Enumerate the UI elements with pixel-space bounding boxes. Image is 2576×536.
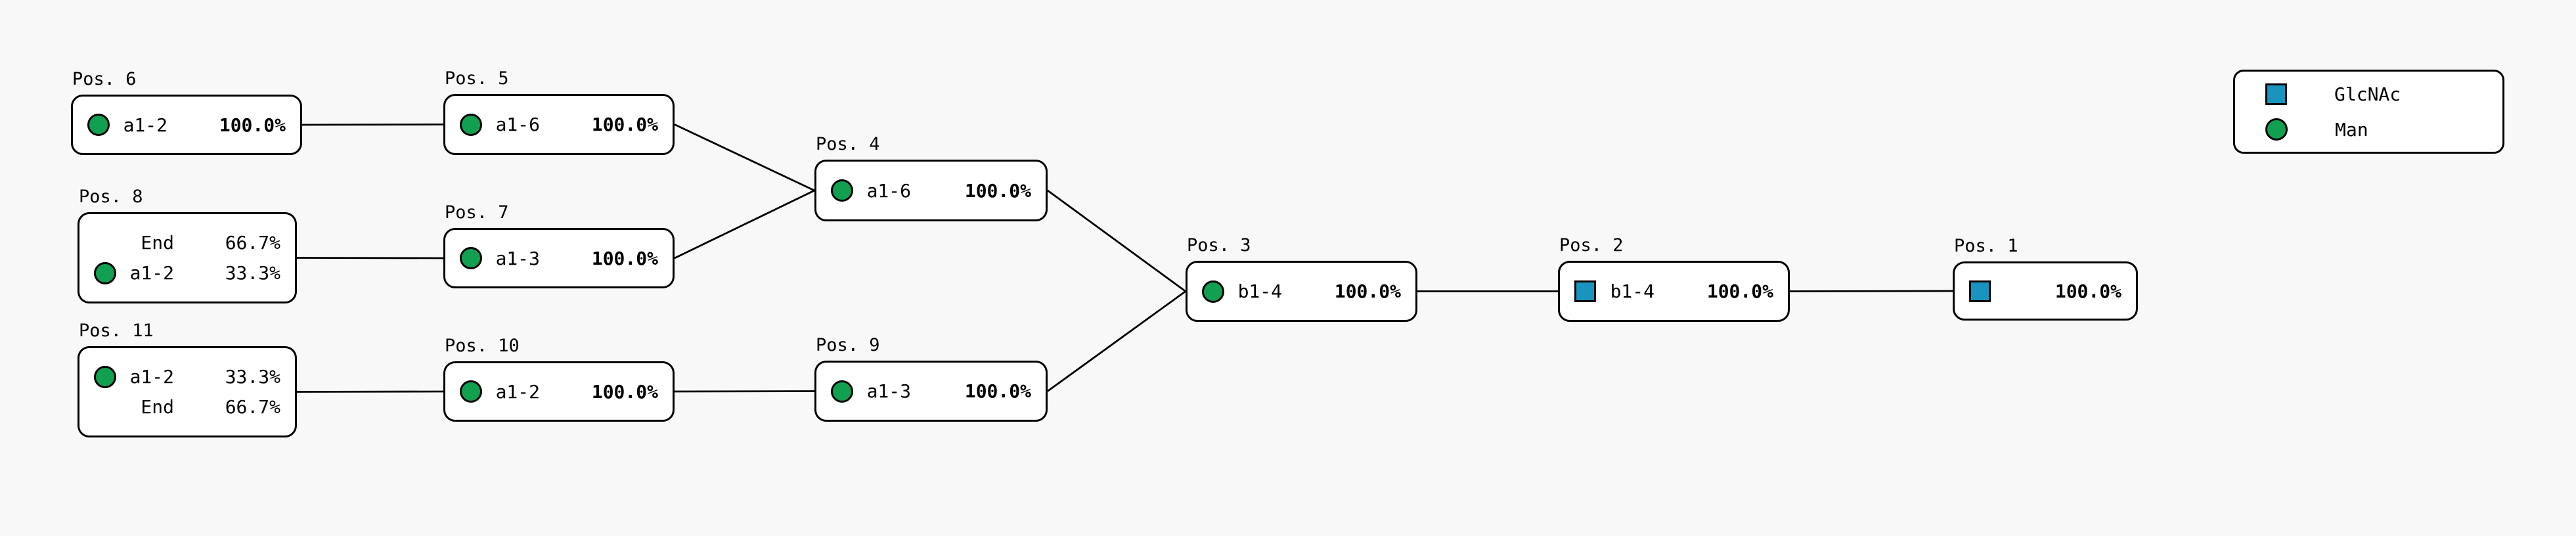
linkage-label: a1-2 [123, 114, 167, 136]
position-label-pos11: Pos. 11 [79, 321, 154, 341]
man-circle-icon [94, 365, 118, 388]
edge-line-pos8-pos7 [296, 257, 444, 259]
glcnac-square-icon [1969, 280, 1991, 302]
position-label-pos4: Pos. 4 [816, 134, 880, 154]
percent-value: 100.0% [1334, 280, 1401, 302]
linkage-label: a1-2 [129, 262, 174, 284]
position-label-pos9: Pos. 9 [816, 335, 880, 355]
node-row: End 66.7% [94, 392, 280, 422]
glycan-node-pos9: a1-3 100.0% [814, 361, 1048, 422]
man-circle-icon [460, 113, 483, 136]
percent-value: 66.7% [225, 232, 280, 254]
glycan-node-pos7: a1-3 100.0% [443, 228, 675, 288]
glycan-node-pos8: End 66.7% a1-2 33.3% [78, 212, 297, 303]
linkage-label: a1-2 [495, 380, 540, 403]
glcnac-square-icon [1574, 280, 1596, 302]
node-row: a1-2 33.3% [94, 258, 280, 288]
node-row: End 66.7% [94, 228, 280, 258]
percent-value: 100.0% [1706, 280, 1773, 302]
position-label-pos8: Pos. 8 [79, 187, 143, 207]
linkage-label: a1-3 [495, 247, 540, 269]
node-row: a1-6 100.0% [460, 110, 658, 140]
position-label-pos10: Pos. 10 [445, 336, 520, 356]
node-row: a1-6 100.0% [831, 175, 1031, 206]
percent-value: 33.3% [225, 262, 280, 284]
glycan-node-pos10: a1-2 100.0% [443, 361, 675, 422]
node-row: 100.0% [1969, 276, 2121, 306]
linkage-label: a1-2 [129, 366, 174, 388]
glycan-node-pos6: a1-2 100.0% [71, 95, 302, 155]
edge-line-pos5-pos4 [674, 123, 815, 192]
percent-value: 33.3% [225, 366, 280, 388]
position-label-pos1: Pos. 1 [1954, 236, 2018, 256]
position-label-pos6: Pos. 6 [72, 69, 137, 89]
man-circle-icon [1202, 280, 1226, 303]
man-circle-icon [460, 380, 482, 403]
man-circle-icon [94, 261, 116, 284]
node-row: a1-2 100.0% [460, 376, 658, 407]
position-label-pos2: Pos. 2 [1559, 235, 1624, 256]
glycan-node-pos2: b1-4 100.0% [1558, 261, 1790, 322]
glycan-node-pos5: a1-6 100.0% [443, 94, 675, 155]
man-circle-icon [87, 114, 111, 136]
edge-line-pos9-pos3 [1047, 290, 1186, 392]
linkage-label: a1-3 [866, 380, 911, 402]
linkage-label: a1-6 [866, 179, 911, 202]
node-row: a1-2 33.3% [94, 362, 280, 392]
linkage-label: End [141, 396, 174, 418]
man-circle-icon [1202, 280, 1224, 303]
glcnac-square-icon [2265, 83, 2287, 105]
edge-line-pos11-pos10 [296, 390, 444, 393]
glycan-node-pos11: a1-2 33.3% End 66.7% [78, 346, 297, 437]
linkage-label: b1-4 [1610, 280, 1654, 302]
man-circle-icon [87, 114, 110, 136]
percent-value: 100.0% [219, 114, 286, 136]
linkage-label: a1-6 [495, 114, 540, 135]
man-circle-icon [831, 179, 855, 202]
glycan-node-pos4: a1-6 100.0% [814, 160, 1048, 221]
glycan-node-pos1: 100.0% [1953, 261, 2138, 321]
node-row: a1-3 100.0% [831, 376, 1031, 407]
node-row: b1-4 100.0% [1574, 277, 1773, 307]
edge-line-pos7-pos4 [674, 189, 815, 259]
glcnac-square-icon [1969, 280, 1993, 302]
percent-value: 100.0% [964, 179, 1031, 202]
man-circle-icon [831, 179, 853, 202]
position-label-pos7: Pos. 7 [445, 202, 509, 223]
edge-line-pos4-pos3 [1047, 189, 1186, 292]
percent-value: 100.0% [591, 247, 658, 269]
man-circle-icon [94, 261, 118, 284]
edge-line-pos10-pos9 [674, 390, 815, 393]
legend-label: GlcNAc [2334, 83, 2401, 105]
glcnac-square-icon [1574, 280, 1598, 302]
percent-value: 100.0% [591, 380, 658, 403]
linkage-label: End [141, 232, 174, 254]
man-circle-icon [460, 380, 483, 403]
percent-value: 66.7% [225, 396, 280, 418]
node-row: a1-2 100.0% [87, 110, 286, 140]
man-circle-icon [831, 380, 853, 403]
position-label-pos3: Pos. 3 [1187, 235, 1251, 256]
man-circle-icon [831, 380, 855, 403]
position-label-pos5: Pos. 5 [445, 68, 509, 89]
legend-item-man: Man [2235, 112, 2502, 147]
node-row: b1-4 100.0% [1202, 277, 1401, 307]
percent-value: 100.0% [2054, 280, 2121, 302]
man-circle-icon [460, 247, 482, 269]
linkage-label: b1-4 [1237, 280, 1282, 302]
edge-line-pos2-pos1 [1789, 290, 1953, 292]
percent-value: 100.0% [591, 114, 658, 135]
man-circle-icon [460, 247, 483, 269]
legend-item-glcnac: GlcNAc [2235, 76, 2502, 112]
man-circle-icon [94, 365, 116, 388]
man-circle-icon [460, 113, 482, 136]
percent-value: 100.0% [964, 380, 1031, 402]
glycan-node-pos3: b1-4 100.0% [1186, 261, 1417, 322]
legend-label: Man [2335, 118, 2368, 141]
man-circle-icon [2265, 118, 2288, 141]
node-row: a1-3 100.0% [460, 243, 658, 273]
